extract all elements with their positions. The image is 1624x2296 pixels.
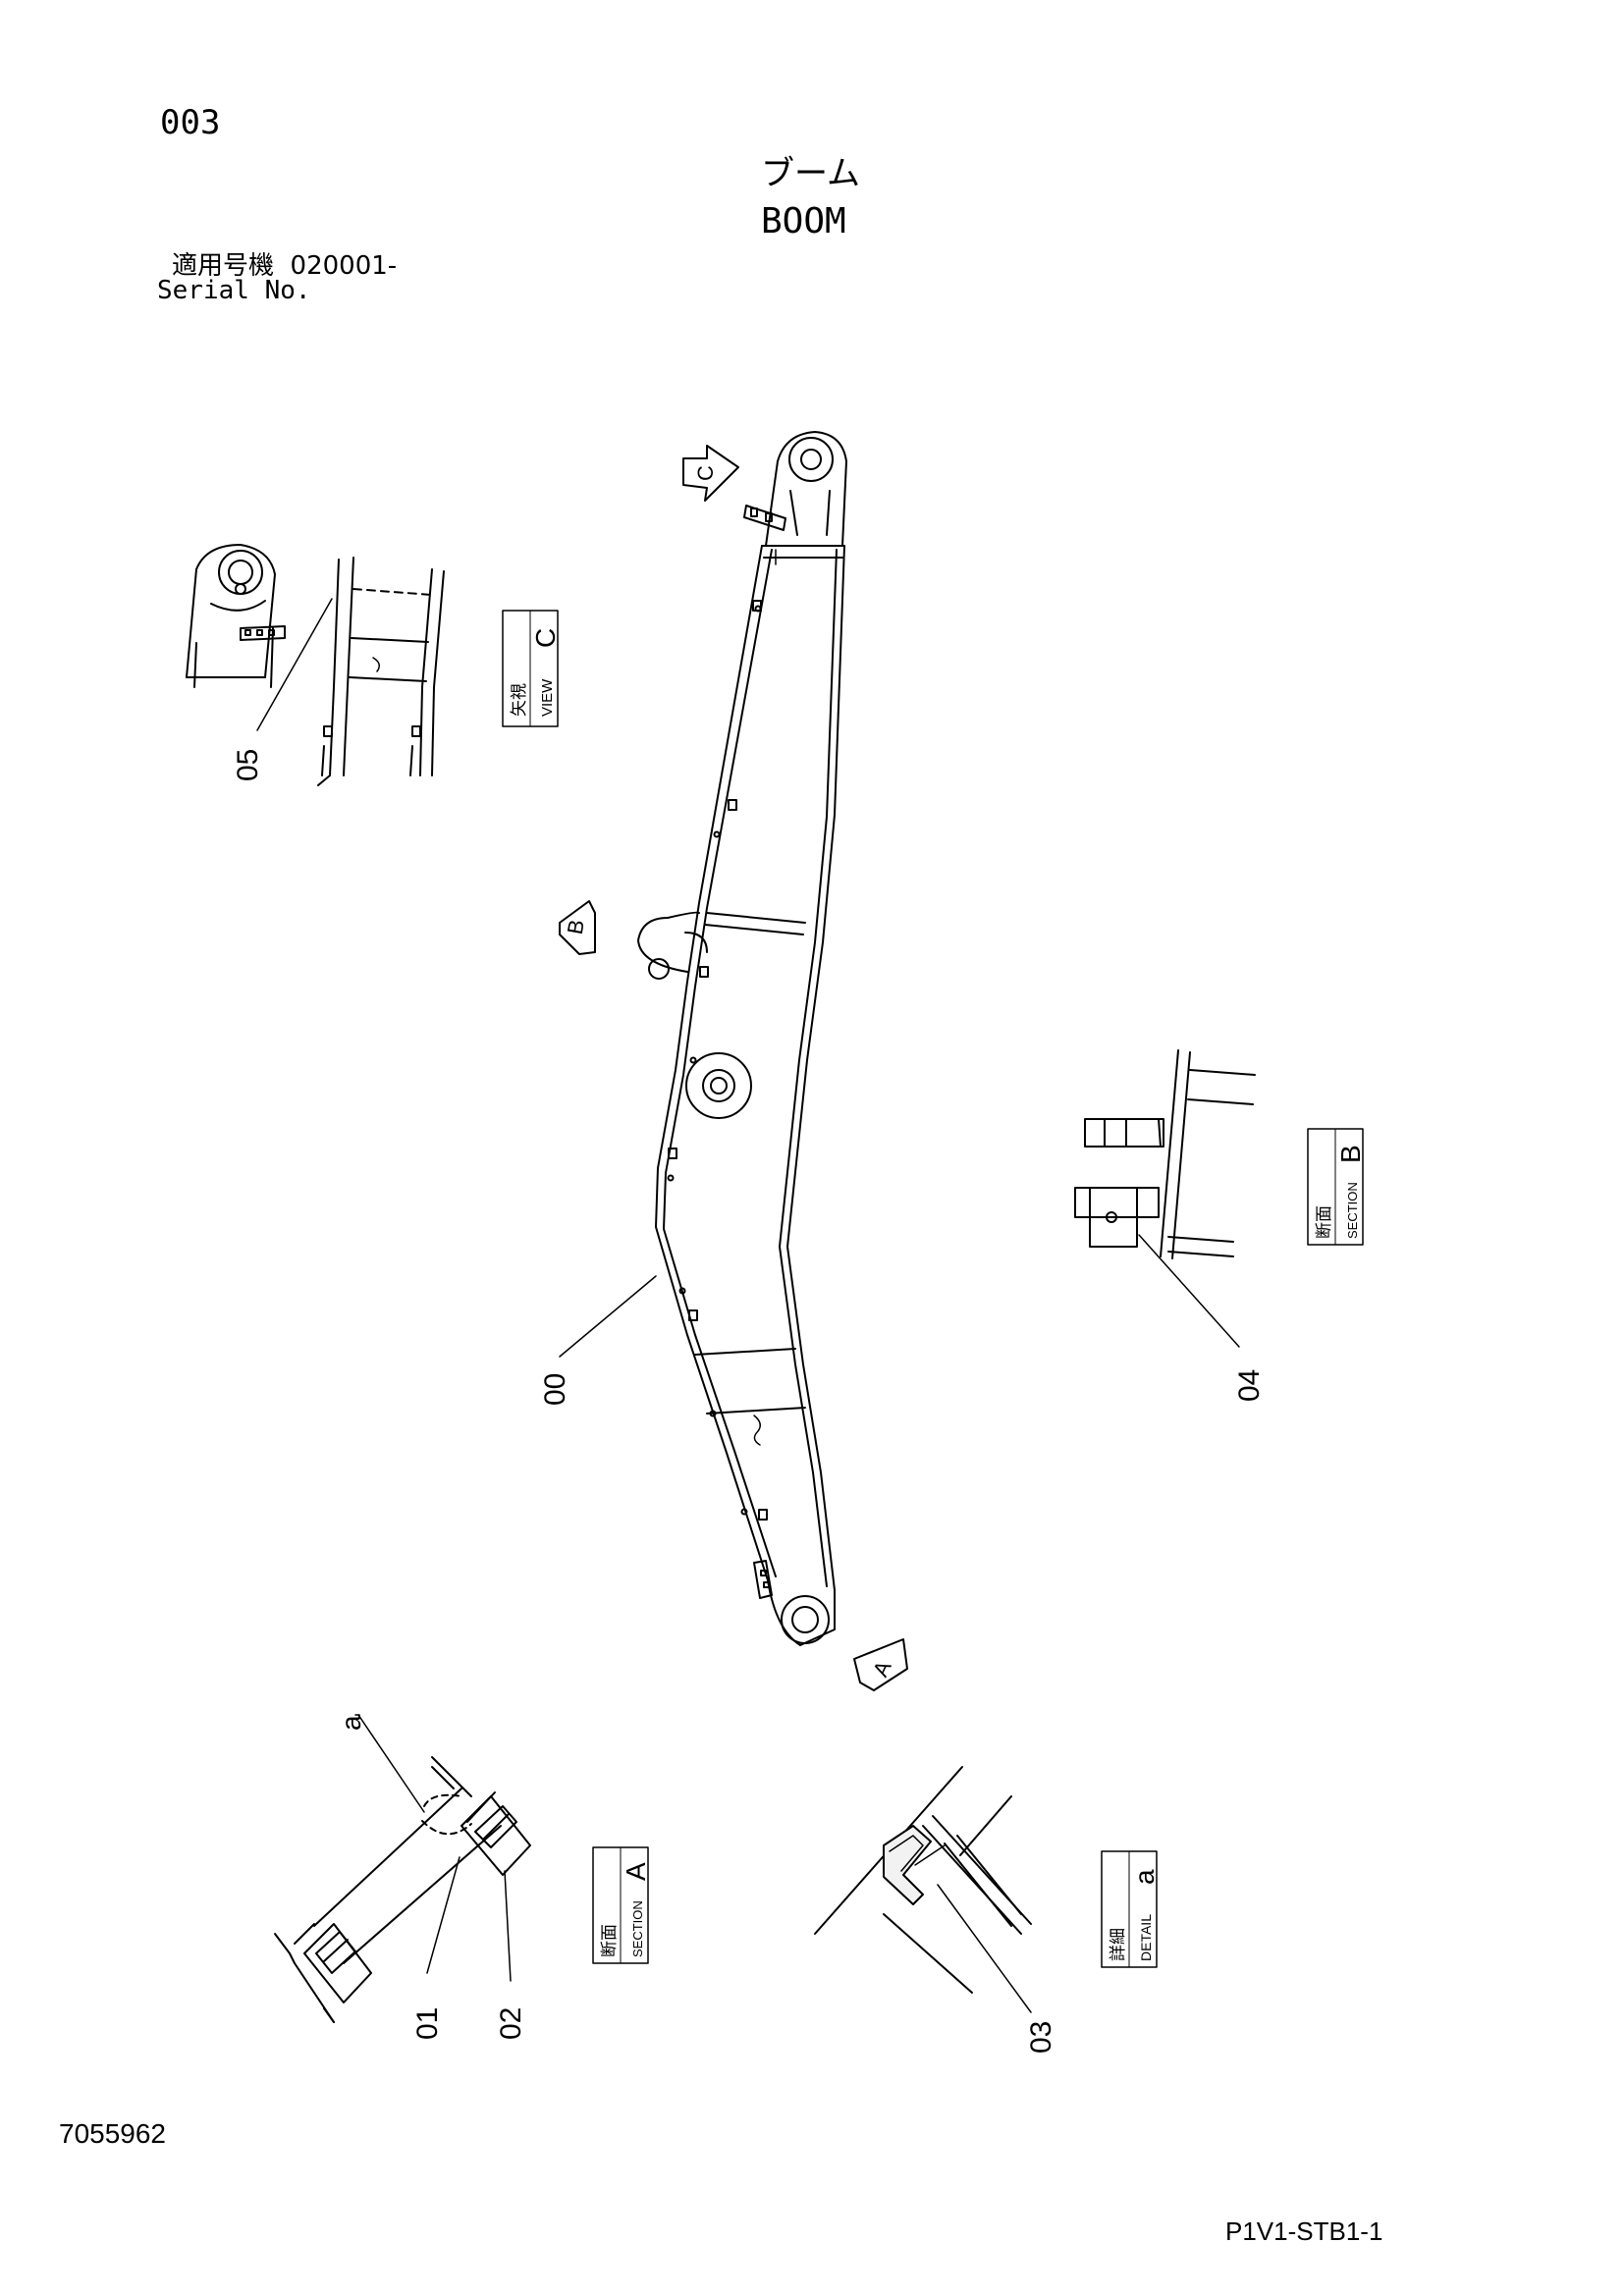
serial-value: 020001-	[290, 251, 398, 281]
view-marker-a-letter: A	[868, 1657, 896, 1681]
view-marker-c-letter: C	[693, 465, 718, 481]
boom-main-drawing	[637, 431, 847, 1646]
reference-code: P1V1-STB1-1	[1225, 2216, 1383, 2246]
callout-02: 02	[495, 2007, 527, 2040]
page-number: 003	[160, 103, 221, 142]
section-a-letter: A	[621, 1862, 651, 1881]
callout-01: 01	[411, 2007, 444, 2040]
serial-label-japanese: 適用号機 020001-	[172, 253, 397, 279]
leader-lines	[256, 598, 1240, 2013]
section-a-en: SECTION	[630, 1900, 645, 1957]
section-b-drawing	[1074, 1049, 1256, 1259]
section-a-drawing	[274, 1756, 531, 2023]
detail-marker-a: a	[336, 1715, 366, 1731]
label-box-view-c: 矢視 VIEW C	[502, 610, 561, 727]
view-c-jp: 矢視	[510, 683, 528, 717]
document-number: 7055962	[59, 2118, 167, 2149]
section-a-jp: 断面	[600, 1924, 619, 1957]
view-marker-b: B	[559, 900, 596, 955]
callout-00: 00	[539, 1373, 571, 1406]
detail-a-en: DETAIL	[1138, 1914, 1154, 1961]
section-b-letter: B	[1335, 1145, 1366, 1163]
view-marker-c: C	[682, 445, 739, 502]
detail-a-jp: 詳細	[1109, 1928, 1127, 1961]
section-b-jp: 断面	[1315, 1205, 1333, 1239]
detail-a-drawing	[814, 1766, 1032, 1994]
view-marker-a: A	[853, 1638, 908, 1691]
detail-a-letter: a	[1129, 1869, 1160, 1885]
serial-label-jp: 適用号機	[172, 251, 275, 281]
view-marker-b-letter: B	[563, 918, 589, 936]
view-c-letter: C	[530, 628, 561, 648]
label-box-detail-a: 詳細 DETAIL a	[1101, 1850, 1160, 1968]
callout-03: 03	[1025, 2021, 1057, 2054]
section-b-en: SECTION	[1345, 1182, 1360, 1239]
label-box-section-a: 断面 SECTION A	[592, 1846, 651, 1964]
title-japanese: ブーム	[761, 154, 860, 193]
serial-label-english: Serial No.	[157, 276, 311, 305]
callout-05: 05	[232, 749, 264, 781]
title-english: BOOM	[761, 201, 846, 241]
view-c-drawing	[186, 544, 445, 786]
label-box-section-b: 断面 SECTION B	[1307, 1128, 1366, 1246]
view-c-en: VIEW	[539, 678, 556, 717]
callout-04: 04	[1233, 1369, 1266, 1402]
